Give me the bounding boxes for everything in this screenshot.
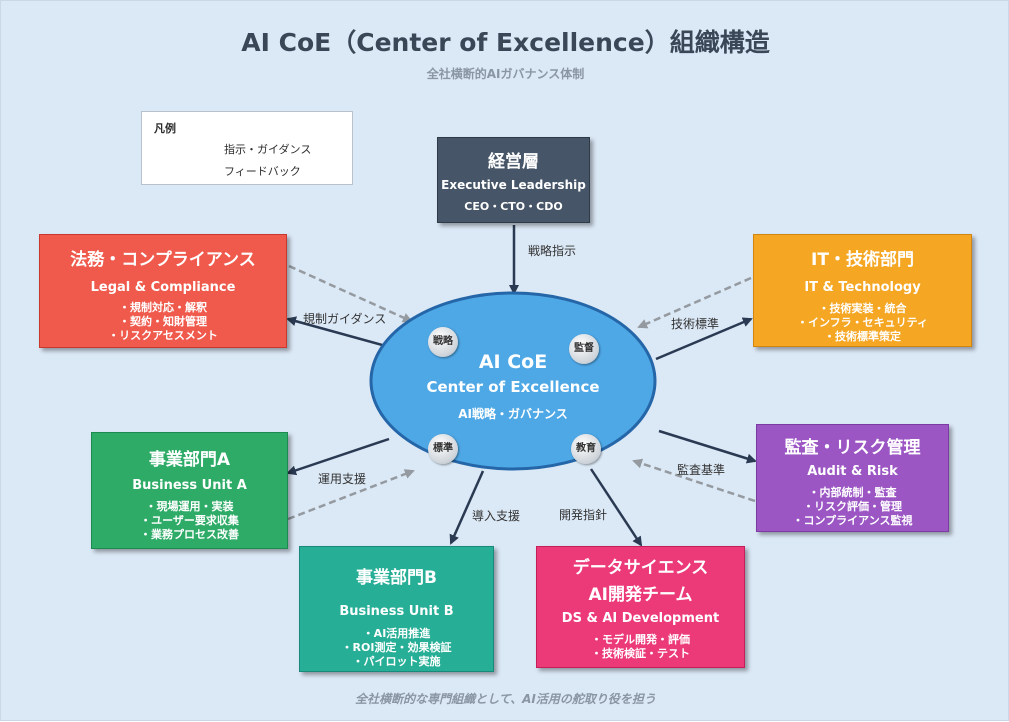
edge-label-audit-standard: 監査基準 xyxy=(677,463,726,477)
list-item: ・現場運用・実装 xyxy=(145,500,234,513)
node-it-title: IT・技術部門 xyxy=(811,250,914,270)
list-item: ・インフラ・セキュリティ xyxy=(796,316,928,329)
coe-subtitle: Center of Excellence xyxy=(426,378,600,396)
list-item: ・リスクアセスメント xyxy=(108,329,218,342)
node-ds-title2: AI開発チーム xyxy=(588,585,693,605)
coe-description: AI戦略・ガバナンス xyxy=(458,407,568,421)
badge-oversight: 監督 xyxy=(569,334,599,364)
node-ds-en: DS & AI Development xyxy=(561,611,720,626)
edge-coe-to-bub xyxy=(449,470,485,545)
edge-coe-to-ds xyxy=(589,468,643,547)
node-legal: 法務・コンプライアンス Legal & Compliance ・規制対応・解釈 … xyxy=(39,234,287,348)
list-item: ・パイロット実施 xyxy=(352,655,441,668)
edge-label-tech-standard: 技術標準 xyxy=(671,317,720,331)
list-item: ・業務プロセス改善 xyxy=(140,528,239,541)
list-item: ・モデル開発・評価 xyxy=(591,633,690,646)
list-item: ・AI活用推進 xyxy=(362,627,431,640)
edge-coe-to-it xyxy=(655,317,753,361)
node-bub-en: Business Unit B xyxy=(339,604,454,619)
node-legal-en: Legal & Compliance xyxy=(90,280,236,295)
badge-standards: 標準 xyxy=(428,434,458,464)
node-audit-title: 監査・リスク管理 xyxy=(784,438,921,458)
edge-label-regulation: 規制ガイダンス xyxy=(303,312,387,326)
node-audit-en: Audit & Risk xyxy=(807,464,898,479)
list-item: ・リスク評価・管理 xyxy=(803,500,902,513)
edge-label-dev-guide: 開発指針 xyxy=(559,508,608,522)
legend-solid-label: 指示・ガイダンス xyxy=(224,143,312,156)
list-item: ・技術実装・統合 xyxy=(818,302,907,315)
node-business-unit-b: 事業部門B Business Unit B ・AI活用推進 ・ROI測定・効果検… xyxy=(299,546,494,672)
node-bua-title: 事業部門A xyxy=(148,450,231,470)
feedback-bua-to-coe xyxy=(287,469,415,521)
list-item: ・技術標準策定 xyxy=(824,330,901,343)
list-item: ・コンプライアンス監視 xyxy=(792,514,913,527)
node-business-unit-a: 事業部門A Business Unit A ・現場運用・実装 ・ユーザー要求収集… xyxy=(91,432,288,549)
edge-label-ops-support: 運用支援 xyxy=(318,472,367,486)
node-executive: 経営層 Executive Leadership CEO・CTO・CDO xyxy=(437,137,590,223)
node-it: IT・技術部門 IT & Technology ・技術実装・統合 ・インフラ・セ… xyxy=(753,234,972,347)
node-data-science: データサイエンス AI開発チーム DS & AI Development ・モデ… xyxy=(536,546,745,668)
node-audit: 監査・リスク管理 Audit & Risk ・内部統制・監査 ・リスク評価・管理… xyxy=(756,424,949,532)
node-executive-title: 経営層 xyxy=(488,152,539,172)
edge-coe-to-bua xyxy=(286,437,390,476)
list-item: ・規制対応・解釈 xyxy=(119,301,207,314)
list-item: ・契約・知財管理 xyxy=(119,315,207,328)
edge-coe-to-audit xyxy=(658,429,757,464)
list-item: ・ユーザー要求収集 xyxy=(140,514,239,527)
node-legal-title: 法務・コンプライアンス xyxy=(70,250,256,270)
feedback-legal-to-coe xyxy=(288,264,413,323)
legend: 凡例 指示・ガイダンス フィードバック xyxy=(141,111,353,185)
list-item: ・内部統制・監査 xyxy=(808,486,897,499)
node-it-en: IT & Technology xyxy=(804,280,921,295)
feedback-it-to-coe xyxy=(637,276,752,329)
node-bub-title: 事業部門B xyxy=(356,568,437,588)
badge-education: 教育 xyxy=(571,434,601,464)
list-item: ・技術検証・テスト xyxy=(591,647,690,660)
page-subtitle: 全社横断的AIガバナンス体制 xyxy=(426,67,585,81)
coe-title: AI CoE xyxy=(478,351,548,373)
edge-coe-to-legal xyxy=(286,316,387,348)
node-bua-en: Business Unit A xyxy=(132,478,247,493)
badge-strategy: 戦略 xyxy=(428,327,458,357)
legend-title: 凡例 xyxy=(154,122,176,135)
list-item: ・ROI測定・効果検証 xyxy=(341,641,452,654)
page-title: AI CoE（Center of Excellence）組織構造 xyxy=(241,28,770,57)
footer-note: 全社横断的な専門組織として、AI活用の舵取り役を担う xyxy=(355,692,656,706)
edge-label-strategy: 戦略指示 xyxy=(528,244,577,258)
node-executive-en: Executive Leadership xyxy=(441,178,586,192)
legend-dashed-label: フィードバック xyxy=(224,165,301,178)
edge-label-intro-support: 導入支援 xyxy=(472,509,521,523)
node-executive-sub: CEO・CTO・CDO xyxy=(464,200,563,213)
node-ds-title: データサイエンス xyxy=(572,558,709,578)
